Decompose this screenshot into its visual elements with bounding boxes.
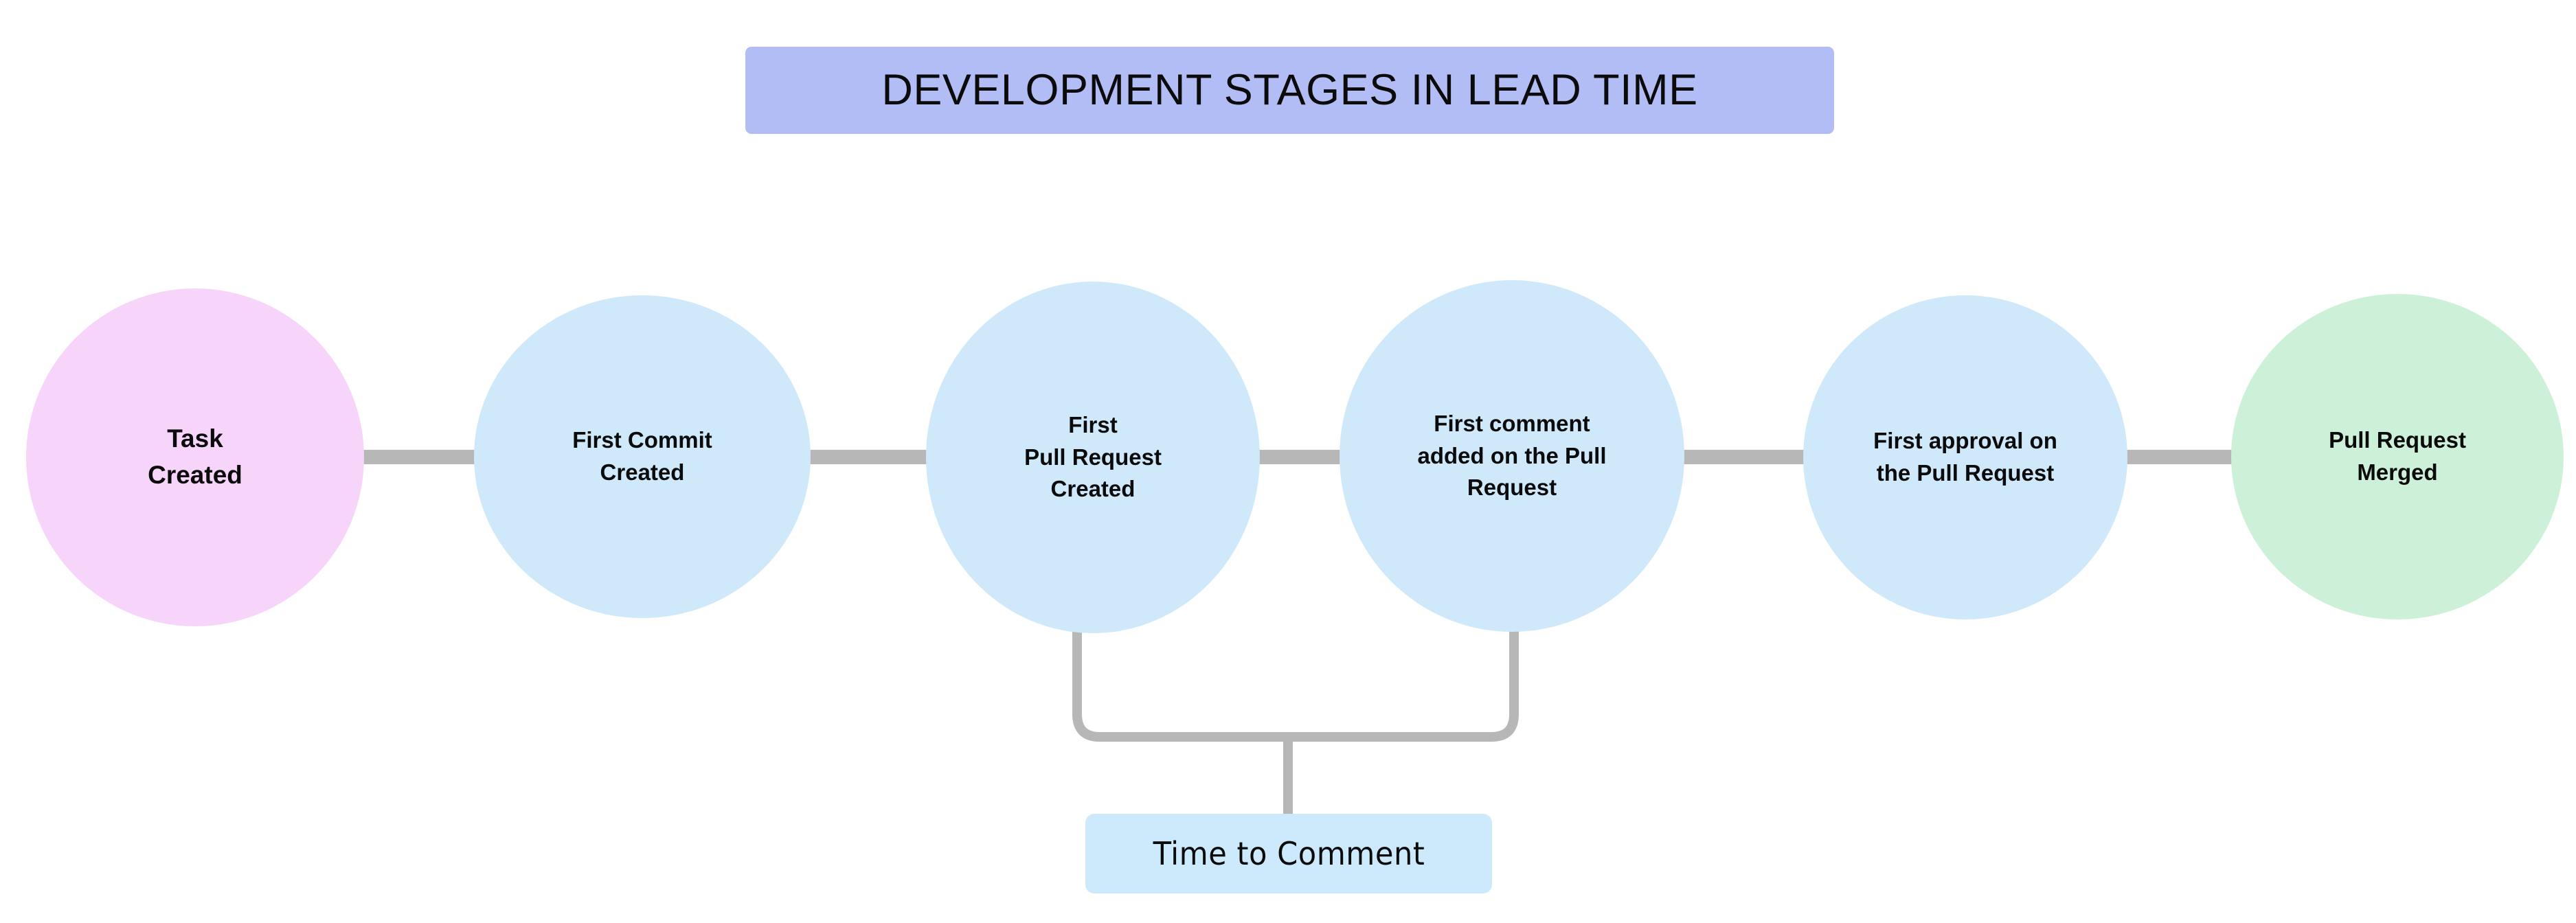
node-task-created[interactable]: Task Created <box>26 288 364 626</box>
connector-pr-to-comment <box>1245 450 1355 464</box>
node-first-comment[interactable]: First comment added on the Pull Request <box>1340 280 1684 632</box>
node-first-pull-request[interactable]: First Pull Request Created <box>926 282 1260 633</box>
page-title: DEVELOPMENT STAGES IN LEAD TIME <box>881 66 1698 114</box>
diagram-title-box: DEVELOPMENT STAGES IN LEAD TIME <box>745 47 1834 134</box>
connector-approval-to-merged <box>2113 450 2245 464</box>
connector-task-to-commit <box>352 450 489 464</box>
node-label: First Commit Created <box>572 427 712 485</box>
connector-comment-to-approval <box>1669 450 1817 464</box>
node-first-commit[interactable]: First Commit Created <box>474 295 811 618</box>
node-first-approval[interactable]: First approval on the Pull Request <box>1803 295 2127 619</box>
node-label: First approval on the Pull Request <box>1873 428 2057 486</box>
bracket-outline <box>1072 618 1519 742</box>
annotation-time-to-comment[interactable]: Time to Comment <box>1085 814 1492 893</box>
node-pull-request-merged[interactable]: Pull Request Merged <box>2231 294 2564 619</box>
connector-commit-to-pr <box>797 450 941 464</box>
node-label: Pull Request Merged <box>2329 427 2466 485</box>
node-label: First comment added on the Pull Request <box>1417 410 1607 501</box>
node-label: Task Created <box>148 424 242 489</box>
node-label: First Pull Request Created <box>1024 411 1162 502</box>
annotation-label: Time to Comment <box>1153 835 1425 872</box>
